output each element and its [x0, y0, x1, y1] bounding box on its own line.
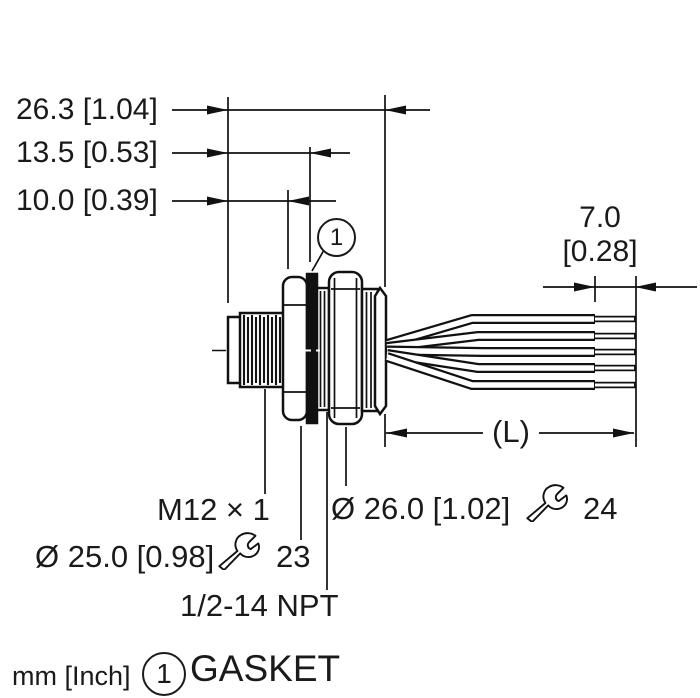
dim-arrowheads — [207, 105, 656, 438]
wire-leads — [385, 314, 636, 390]
wrench-icon — [526, 484, 568, 522]
wrench-icon — [218, 532, 260, 570]
legend-gasket-label: GASKET — [190, 648, 341, 689]
dim-strip-inch: [0.28] — [562, 235, 638, 268]
dim-strip-mm: 7.0 — [579, 201, 621, 234]
dim-10-0: 10.0 [0.39] — [16, 184, 158, 217]
units-note: mm [Inch] — [12, 661, 131, 691]
hex-locknut — [281, 275, 309, 422]
gasket — [305, 272, 319, 425]
label-mount-thread: 1/2-14 NPT — [180, 588, 339, 623]
label-diameter-front: Ø 25.0 [0.98] — [35, 539, 215, 574]
label-diameter-rear: Ø 26.0 [1.02] — [331, 491, 511, 526]
gasket-callout-number: 1 — [329, 223, 344, 251]
connector-body — [226, 270, 388, 426]
dim-overall-length: 26.3 [1.04] — [16, 93, 158, 126]
leader-gasket-callout — [311, 249, 325, 272]
stripped-conductors — [594, 315, 636, 389]
label-wrench-size-24: 24 — [583, 491, 618, 526]
npt-thread-front — [315, 286, 331, 412]
dim-13-5: 13.5 [0.53] — [16, 136, 158, 169]
label-front-thread: M12 × 1 — [157, 492, 270, 527]
label-wrench-size-23: 23 — [276, 539, 311, 574]
legend-callout-number: 1 — [156, 658, 172, 689]
rear-thread-ridge — [373, 285, 388, 417]
dim-wire-length: (L) — [492, 414, 530, 449]
gasket-callout-circle: 1 — [317, 218, 356, 257]
legend-callout-circle: 1 — [142, 652, 186, 696]
